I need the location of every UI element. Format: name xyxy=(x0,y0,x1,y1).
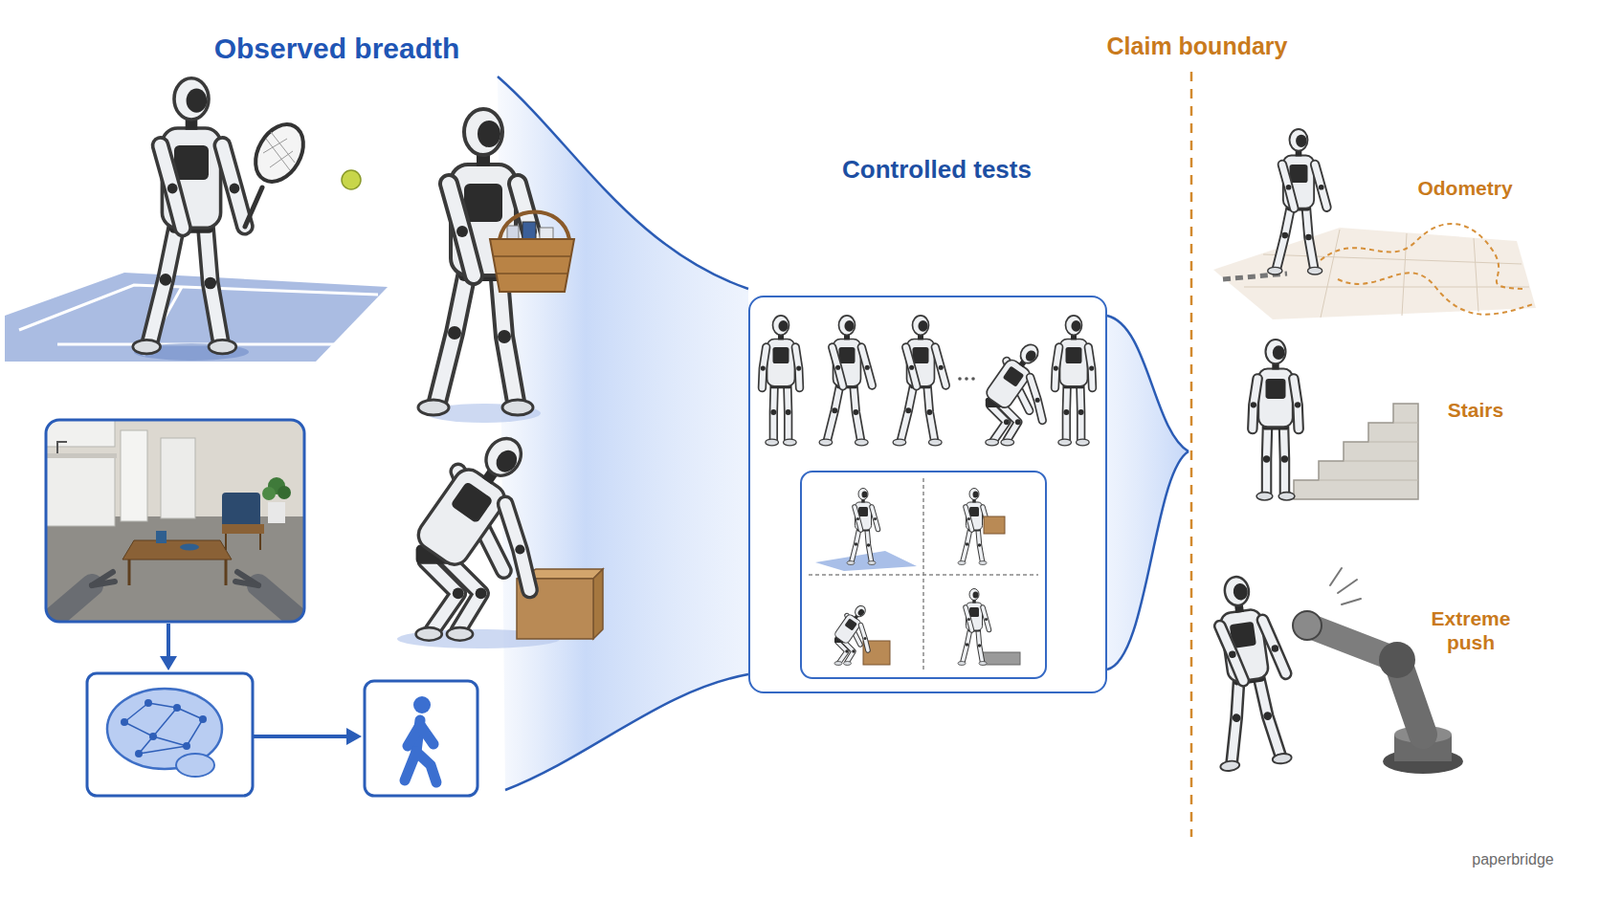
watermark: paperbridge xyxy=(1471,850,1554,869)
odometry-scene xyxy=(1213,129,1536,320)
limit-label: Extreme push xyxy=(1431,606,1512,655)
boundary-line xyxy=(1190,71,1194,838)
push-scene xyxy=(1194,568,1464,775)
policy-pipeline xyxy=(87,623,478,797)
lift-scene xyxy=(397,425,603,649)
section-heading: Observed breadth xyxy=(214,31,461,67)
panel-heading: Controlled tests xyxy=(842,155,1032,185)
basket-scene xyxy=(418,109,575,423)
stairs-scene xyxy=(1250,339,1419,501)
test-panel: Controlled tests xyxy=(748,295,1108,694)
funnel-left xyxy=(497,76,749,791)
controlled-tests-art xyxy=(748,295,1108,694)
camera-view xyxy=(38,420,312,632)
funnel-right xyxy=(1107,315,1189,670)
boundary-heading: Claim boundary xyxy=(1107,31,1289,61)
limit-label: Odometry xyxy=(1417,176,1512,200)
tennis-scene xyxy=(4,78,388,362)
limit-label: Stairs xyxy=(1447,398,1504,423)
